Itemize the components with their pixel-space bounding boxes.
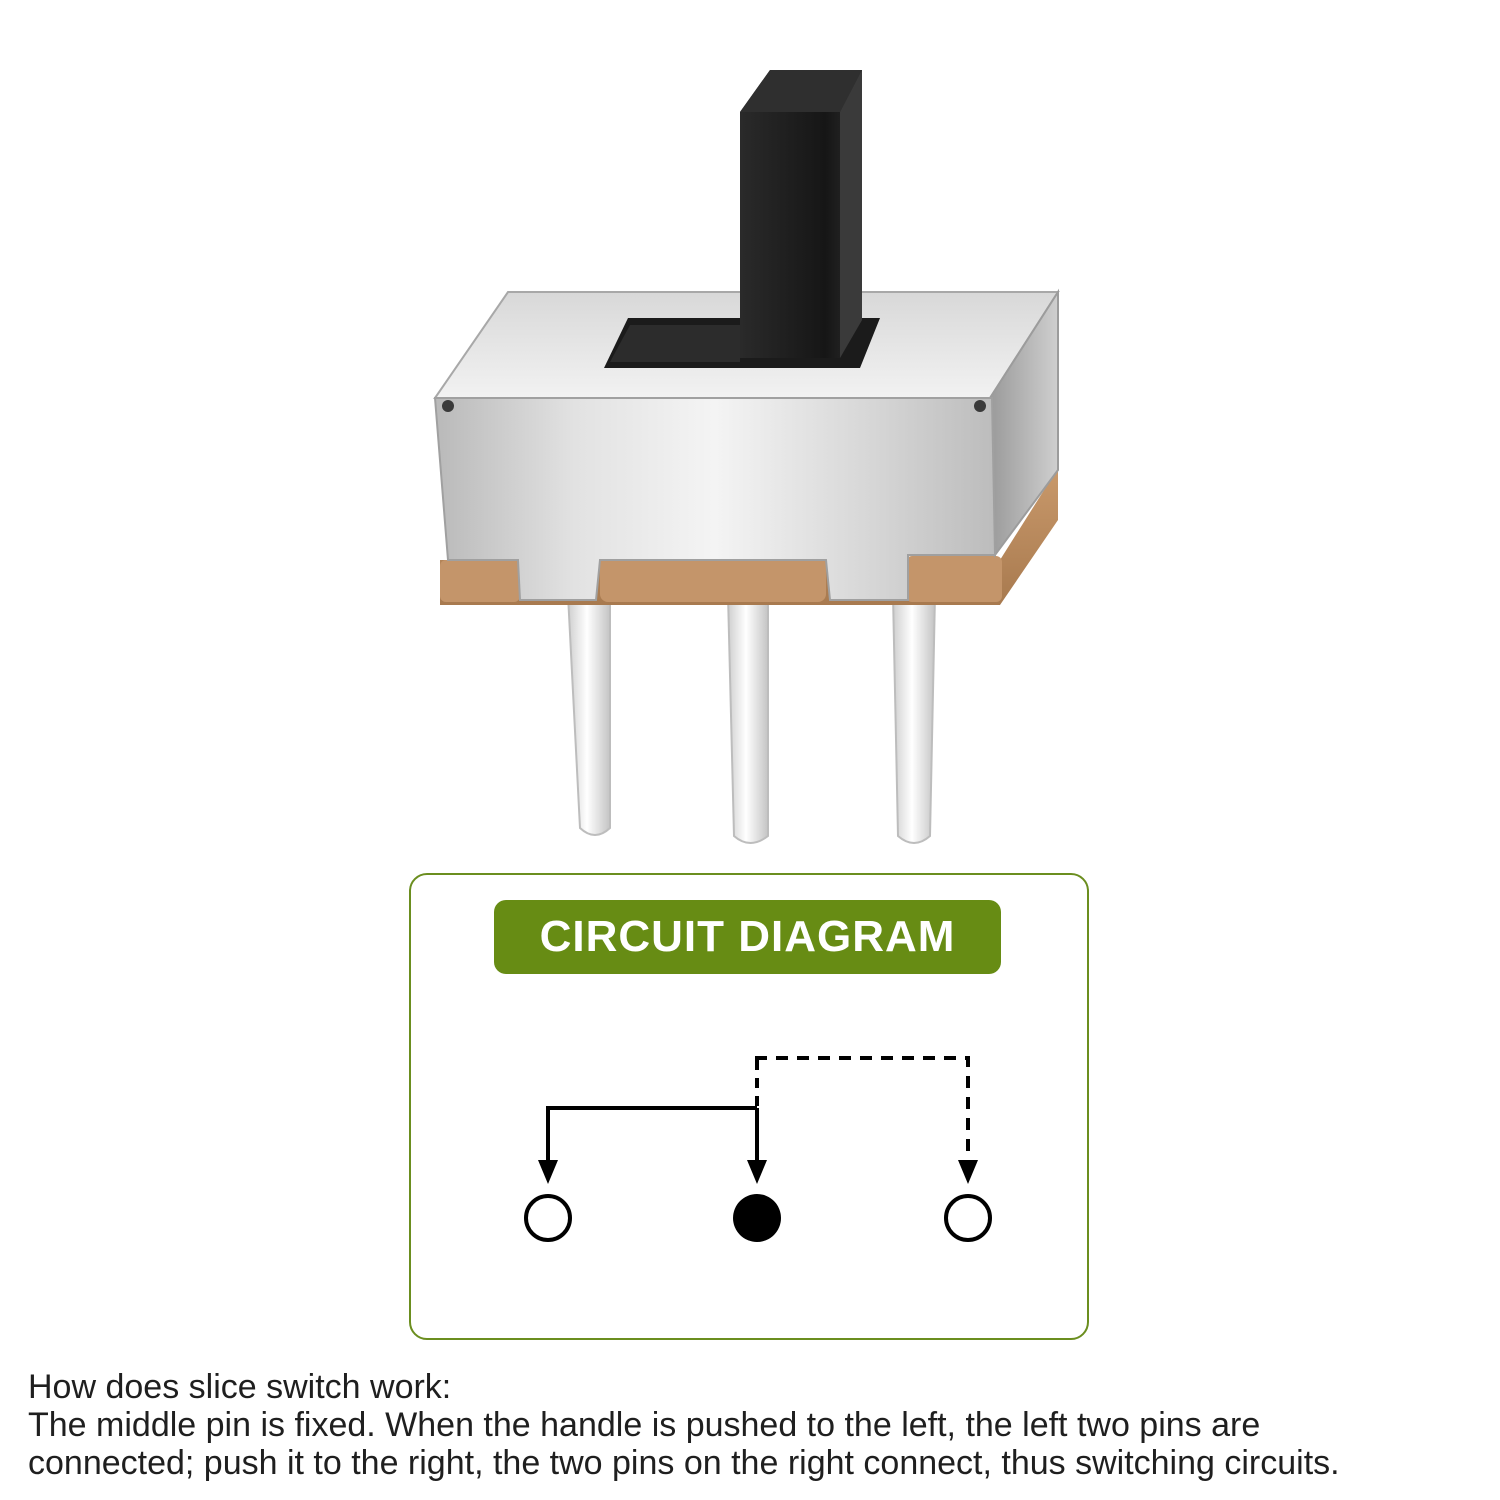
slider-handle [740, 70, 862, 358]
terminal-middle [733, 1194, 781, 1242]
solid-connection [546, 1060, 759, 1165]
description-heading: How does slice switch work: [28, 1368, 452, 1406]
arrow-left-icon [538, 1160, 558, 1184]
description-line-2: connected; push it to the right, the two… [28, 1444, 1340, 1482]
arrow-middle-icon [747, 1160, 767, 1184]
switch-pins [566, 594, 937, 844]
terminal-right [944, 1194, 992, 1242]
arrow-right-icon [958, 1160, 978, 1184]
arrow-heads [538, 1160, 978, 1184]
description-line-1: The middle pin is fixed. When the handle… [28, 1406, 1261, 1444]
terminals [524, 1194, 992, 1242]
pin-left [566, 594, 611, 836]
description-block: How does slice switch work: The middle p… [28, 1368, 1488, 1482]
slide-switch-illustration [433, 70, 1060, 844]
pin-middle [726, 594, 769, 844]
circuit-diagram-title: CIRCUIT DIAGRAM [494, 900, 1001, 974]
pin-right [891, 594, 937, 844]
terminal-left [524, 1194, 572, 1242]
dashed-connection [755, 1056, 970, 1165]
